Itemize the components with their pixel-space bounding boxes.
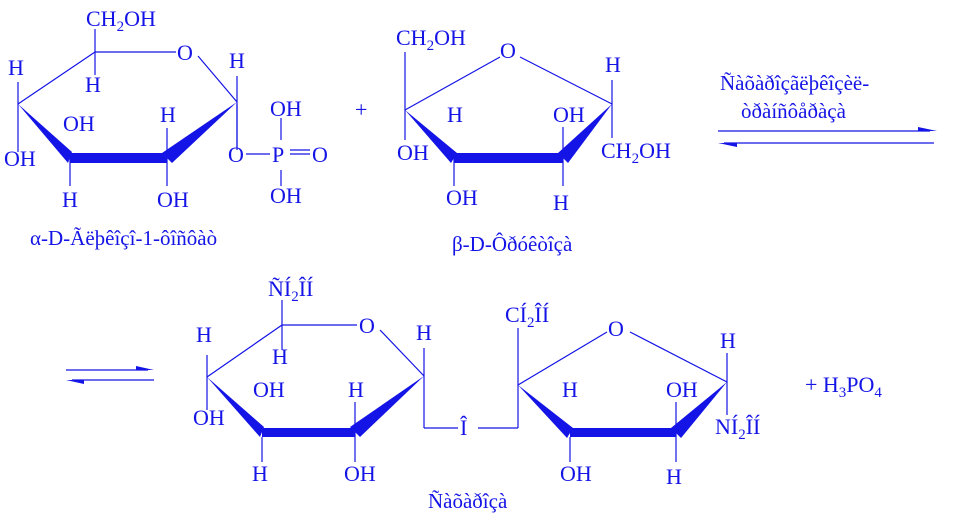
sucrose-glc-front-bond (262, 428, 355, 437)
suc-glc-h-c4: H (196, 322, 212, 347)
sucrose-glucose-bonds (206, 300, 519, 462)
suc-fru-h-c3: H (562, 377, 578, 402)
fru-ch2oh-right: CH2OH (601, 138, 671, 167)
sucrose-structure: ÑÍ2ÎÍ O H H H OH OH H H OH Î CÍ2ÎÍ O H H… (193, 276, 760, 513)
glc-o-link: O (228, 142, 244, 167)
reverse-arrowhead (718, 143, 737, 147)
suc-glc-h-c1: H (416, 320, 432, 345)
sucrose-fru-front-bond (570, 428, 676, 437)
suc-fru-top-label: CÍ2ÎÍ (505, 302, 549, 331)
glc-oh-c3: OH (63, 111, 95, 136)
suc-fru-h-bottom: H (666, 464, 682, 489)
phosphate-oxygen: O (312, 142, 328, 167)
glc-ch2oh-label: CH2OH (86, 6, 156, 35)
phosphoric-acid-product: + H3PO4 (805, 372, 882, 401)
phosphate-oh-bottom: OH (270, 183, 302, 208)
suc-fru-oh-bottom: OH (560, 461, 592, 486)
suc-glc-top-label: ÑÍ2ÎÍ (268, 276, 313, 305)
glucose-phosphate-structure: CH2OH O H H H OH OH H H OH O P O OH OH α… (4, 6, 328, 250)
plus-sign: + (355, 97, 367, 122)
fructose-caption: β-D-Ôðóêòîçà (452, 232, 573, 256)
fru-h-c3: H (447, 102, 463, 127)
glucose-phosphate-caption: α-D-Ãëþêîçî-1-ôîñôàò (30, 226, 217, 250)
fructose-wedge-left (405, 110, 457, 163)
fructose-front-bond (454, 153, 563, 163)
glc-h-c5: H (85, 72, 101, 97)
glc-h-c1: H (229, 48, 245, 73)
suc-glc-h-c2: H (348, 377, 364, 402)
sucrose-caption: Ñàõàðîçà (428, 489, 508, 513)
suc-glc-oh-c3: OH (253, 377, 285, 402)
phosphorus-atom: P (272, 142, 284, 167)
fru-oh-bottom: OH (446, 185, 478, 210)
suc-fru-ring-oxygen: O (608, 316, 624, 341)
glc-h-c3: H (62, 187, 78, 212)
enzyme-equilibrium: Ñàõàðîçãëþêîçèë- òðàíñôåðàçà (66, 71, 937, 384)
suc-fru-oh-c4: OH (666, 377, 698, 402)
row2-reverse-arrowhead (66, 380, 84, 384)
sucrose-glc-wedge-left (207, 377, 264, 437)
fru-h-right: H (605, 52, 621, 77)
suc-glc-h-c5: H (272, 344, 288, 369)
fru-h-bottom: H (553, 190, 569, 215)
glc-oh-c4: OH (4, 146, 36, 171)
enzyme-label-line1: Ñàõàðîçãëþêîçèë- (720, 71, 869, 95)
phosphate-oh-top: OH (270, 96, 302, 121)
suc-fru-h-right: H (720, 328, 736, 353)
fructose-wedge-right (558, 104, 612, 163)
fru-oh-left: OH (397, 140, 429, 165)
suc-glc-oh-c2: OH (344, 461, 376, 486)
fru-ch2oh-top: CH2OH (396, 25, 466, 54)
suc-fru-right-label: NÍ2ÎÍ (715, 414, 760, 443)
fru-ring-oxygen: O (500, 38, 516, 63)
glc-h-c2: H (160, 102, 176, 127)
forward-arrowhead (918, 127, 937, 131)
sucrose-fru-wedge-left (518, 385, 573, 438)
sucrose-fru-wedge-right (671, 382, 727, 438)
row2-forward-arrowhead (136, 366, 154, 370)
glc-h-c4: H (8, 55, 24, 80)
glucose-wedge-left (18, 104, 72, 163)
glc-oh-c2: OH (157, 187, 189, 212)
fructose-structure: CH2OH O H OH H OH CH2OH OH H β-D-Ôðóêòîç… (396, 25, 671, 256)
glucose-wedge-right (162, 102, 237, 163)
suc-glc-oh-c4: OH (193, 405, 225, 430)
glucose-front-bond (70, 153, 167, 163)
glc-ring-oxygen: O (177, 40, 193, 65)
suc-bridge-oxygen: Î (460, 415, 468, 440)
suc-glc-h-c3: H (252, 461, 268, 486)
sucrose-glc-wedge-right (350, 376, 424, 437)
fru-oh-c4: OH (553, 102, 585, 127)
suc-glc-ring-oxygen: O (359, 313, 375, 338)
glucose-ring-bonds (17, 29, 310, 186)
enzyme-label-line2: òðàíñôåðàçà (741, 99, 847, 123)
